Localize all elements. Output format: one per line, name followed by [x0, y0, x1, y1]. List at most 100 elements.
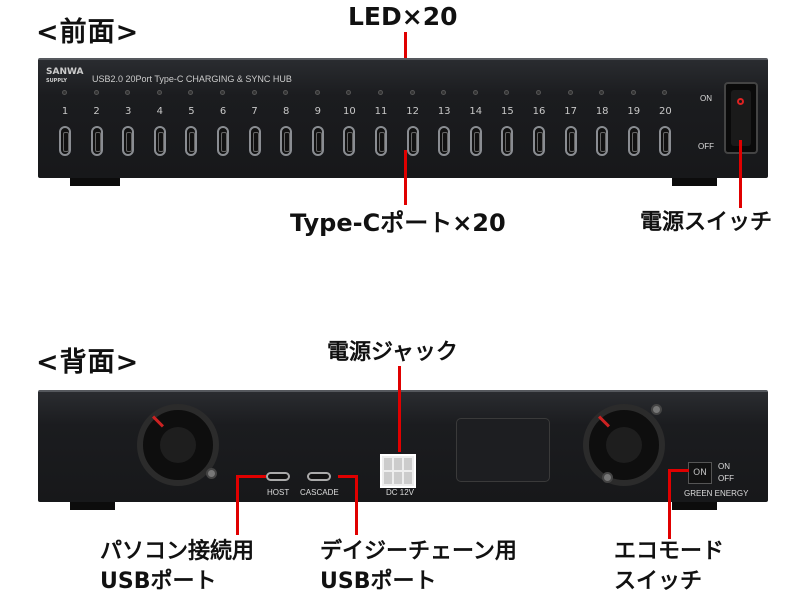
led-label: LED×20	[348, 2, 458, 31]
switch-callout-line	[739, 140, 742, 208]
cascade-port[interactable]	[307, 472, 331, 481]
power-on-label: ON	[700, 94, 712, 103]
led-indicator	[599, 90, 605, 95]
foot	[70, 502, 115, 510]
fan-right	[583, 404, 665, 486]
port-number: 8	[283, 106, 290, 117]
led-indicator	[62, 90, 67, 95]
led-indicator	[220, 90, 225, 95]
type-c-port[interactable]	[406, 126, 419, 156]
cascade-callout-line	[338, 475, 358, 478]
type-c-port[interactable]	[627, 126, 640, 156]
port-callout-line	[404, 150, 407, 205]
led-indicator	[314, 90, 320, 95]
port-number: 3	[125, 106, 132, 117]
host-text: HOST	[267, 488, 290, 497]
led-indicator	[567, 90, 573, 95]
port-number: 14	[469, 106, 483, 117]
dc-power-jack[interactable]	[380, 454, 416, 488]
eco-callout-line	[668, 469, 671, 539]
foot	[672, 502, 717, 510]
led-indicator	[283, 90, 289, 95]
led-indicator	[662, 90, 668, 95]
led-indicator	[125, 90, 131, 95]
type-c-port[interactable]	[217, 126, 229, 156]
eco-off-label: OFF	[718, 474, 734, 483]
led-indicator	[156, 90, 162, 95]
screw	[602, 472, 613, 483]
type-c-port[interactable]	[564, 126, 577, 156]
jack-callout-line	[398, 366, 401, 452]
type-c-port[interactable]	[659, 126, 672, 156]
model-text: USB2.0 20Port Type-C CHARGING & SYNC HUB	[92, 74, 292, 84]
host-port[interactable]	[266, 472, 290, 481]
cascade-callout-line	[355, 475, 358, 535]
led-indicator	[504, 90, 510, 95]
port-number: 16	[532, 106, 546, 117]
led-indicator	[378, 90, 383, 95]
power-jack-label: 電源ジャック	[327, 340, 458, 365]
port-number: 6	[219, 106, 227, 117]
port-number: 13	[437, 106, 451, 117]
screw	[651, 404, 662, 415]
type-c-port[interactable]	[311, 126, 324, 156]
led-indicator	[346, 90, 352, 95]
port-number: 1	[61, 106, 69, 117]
front-heading: <前面>	[36, 17, 140, 48]
port-number: 18	[595, 106, 609, 117]
type-c-port[interactable]	[343, 126, 356, 156]
type-c-port[interactable]	[153, 126, 166, 156]
port-number: 9	[314, 106, 321, 117]
power-off-label: OFF	[698, 142, 714, 151]
port-number: 17	[564, 106, 577, 117]
screw	[206, 468, 217, 479]
type-c-port[interactable]	[501, 126, 514, 156]
type-c-label: Type-Cポート×20	[290, 209, 506, 237]
type-c-port[interactable]	[280, 126, 293, 156]
type-c-port[interactable]	[469, 126, 482, 156]
back-panel: HOST CASCADE DC 12V ON ON OFF GREEN ENER…	[38, 390, 768, 502]
power-switch[interactable]	[724, 82, 758, 154]
type-c-port[interactable]	[533, 126, 545, 156]
port-number: 11	[374, 106, 388, 117]
power-switch-label: 電源スイッチ	[640, 210, 773, 235]
green-energy-text: GREEN ENERGY	[684, 489, 749, 498]
fan-left	[137, 404, 219, 486]
cascade-text: CASCADE	[300, 488, 339, 497]
type-c-port[interactable]	[438, 126, 451, 156]
port-number: 15	[501, 106, 514, 117]
host-callout-line	[236, 475, 266, 478]
type-c-port[interactable]	[596, 126, 609, 156]
host-callout-line	[236, 475, 239, 535]
type-c-port[interactable]	[122, 126, 135, 156]
foot	[672, 178, 717, 186]
back-heading: <背面>	[36, 347, 140, 378]
type-c-port[interactable]	[248, 126, 261, 156]
port-number: 20	[659, 106, 672, 117]
power-icon	[737, 98, 744, 105]
port-number: 5	[188, 106, 195, 117]
type-c-port[interactable]	[185, 126, 198, 156]
type-c-port[interactable]	[59, 126, 71, 156]
led-indicator	[251, 90, 257, 95]
led-indicator	[441, 90, 447, 95]
type-c-port[interactable]	[375, 126, 387, 156]
port-number: 12	[406, 106, 419, 117]
led-indicator	[93, 90, 99, 95]
led-indicator	[472, 90, 478, 95]
type-c-port[interactable]	[90, 126, 103, 156]
port-number: 19	[627, 106, 641, 117]
led-indicator	[536, 90, 541, 95]
port-number: 7	[251, 106, 258, 117]
green-energy-switch[interactable]: ON	[688, 462, 712, 484]
led-indicator	[630, 90, 636, 95]
label-area	[456, 418, 550, 482]
dc-text: DC 12V	[386, 488, 415, 497]
eco-switch-label: エコモードスイッチ	[614, 539, 725, 594]
led-indicator	[188, 90, 194, 95]
eco-on-label: ON	[718, 462, 730, 471]
port-number: 4	[156, 106, 163, 117]
